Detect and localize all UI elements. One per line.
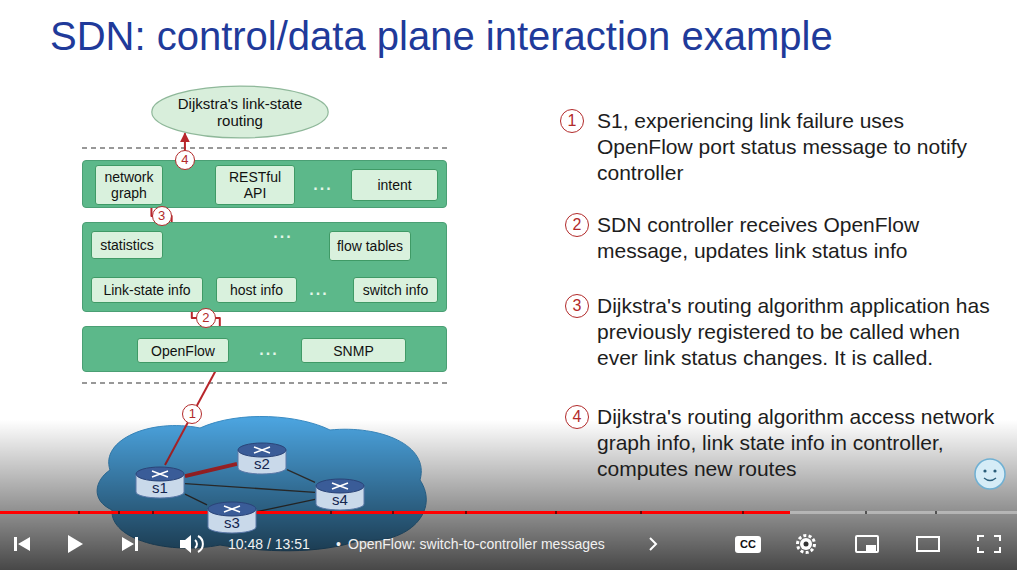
switch-cross [332,483,348,489]
node-text: s4 [315,492,365,508]
node-text: SNMP [333,343,373,359]
settings-icon [800,538,812,550]
node-text: s3 [207,515,257,531]
settings-icon [804,542,809,547]
previous-icon [14,537,30,551]
channel-avatar [983,469,986,472]
callout-number: 4 [175,150,195,170]
component-box: intent [351,169,438,201]
step-number: 2 [565,213,589,237]
node-text: OpenFlow [151,343,215,359]
theater-icon [917,537,939,551]
separator-dot: • [336,536,341,552]
node-text: host info [230,282,283,298]
callout-number: 2 [196,308,216,328]
settings-icon [798,536,815,553]
callout-number: 3 [152,206,172,226]
fullscreen-icon [978,536,1000,552]
switch-cross [254,447,270,453]
protocol-box: SNMP [301,338,406,363]
ellipse-outline [152,86,328,138]
switch-top [136,467,184,481]
node-text: Link-state info [103,282,190,298]
component-box: switch info [353,277,438,303]
switch-icon: s2 [237,441,287,475]
node-text: statistics [100,237,154,253]
miniplayer-icon [856,536,878,552]
volume-waves [195,536,203,552]
step-text: SDN controller receives OpenFlow message… [597,212,1005,264]
progress-played [0,511,790,514]
dashed-divider [82,382,447,383]
switch-cross [224,506,240,512]
step-number: 3 [565,294,589,318]
controller-layer-band: ... OpenFlow SNMP [82,326,447,372]
component-box: flow tables [329,231,411,261]
captions-button: CC [735,536,761,553]
node-text: intent [377,177,411,193]
dashed-divider [82,147,447,148]
miniplayer-icon [866,545,876,551]
channel-avatar [984,478,996,481]
controller-layer-band: ... network graph RESTful API intent [82,160,447,208]
volume-icon [180,535,191,553]
ellipsis-dots: ... [259,342,278,358]
component-box: host info [216,277,297,303]
step-text: S1, experiencing link failure uses OpenF… [597,108,1005,186]
switch-icon: s3 [207,500,257,534]
video-time: 10:48 / 13:51 [228,536,310,552]
ellipsis-dots: ... [313,177,332,193]
switch-top [208,502,256,516]
component-box: statistics [91,231,163,259]
switch-top [316,479,364,493]
controller-layer-band: ...... statistics flow tablesLink-state in… [82,222,447,312]
step-text: Dijkstra's routing algorithm application… [597,293,1005,371]
chevron-icon [650,538,656,550]
switch-icon: s1 [135,465,185,499]
switch-cross [152,471,168,477]
ellipsis-dots: ... [273,225,292,241]
switch-icon: s4 [315,477,365,511]
protocol-box: OpenFlow [137,338,229,363]
node-text: flow tables [337,238,403,254]
step-text: Dijkstra's routing algorithm access netw… [597,404,1005,482]
channel-avatar [975,459,1005,489]
node-text: s2 [237,456,287,472]
node-text: s1 [135,480,185,496]
step-number: 4 [565,405,589,429]
callout-number: 1 [182,404,202,424]
node-text: Dijkstra's link-state routing [175,95,305,129]
node-text: RESTful API [221,169,289,201]
node-text: network graph [101,169,157,201]
progress-track [0,511,1017,514]
chapter-title: OpenFlow: switch-to-controller messages [348,536,605,552]
component-box: Link-state info [91,277,203,303]
play-icon [68,535,83,553]
component-box: network graph [95,165,163,205]
channel-avatar [993,469,996,472]
switch-top [238,443,286,457]
routing-app-ellipse: Dijkstra's link-state routing [150,85,330,139]
component-box: RESTful API [215,165,295,205]
next-icon [122,537,138,551]
node-text: switch info [363,282,428,298]
chapter-gaps [78,511,937,514]
ellipsis-dots: ... [309,282,328,298]
slide-title: SDN: control/data plane interaction exam… [50,12,833,60]
step-number: 1 [560,109,584,133]
